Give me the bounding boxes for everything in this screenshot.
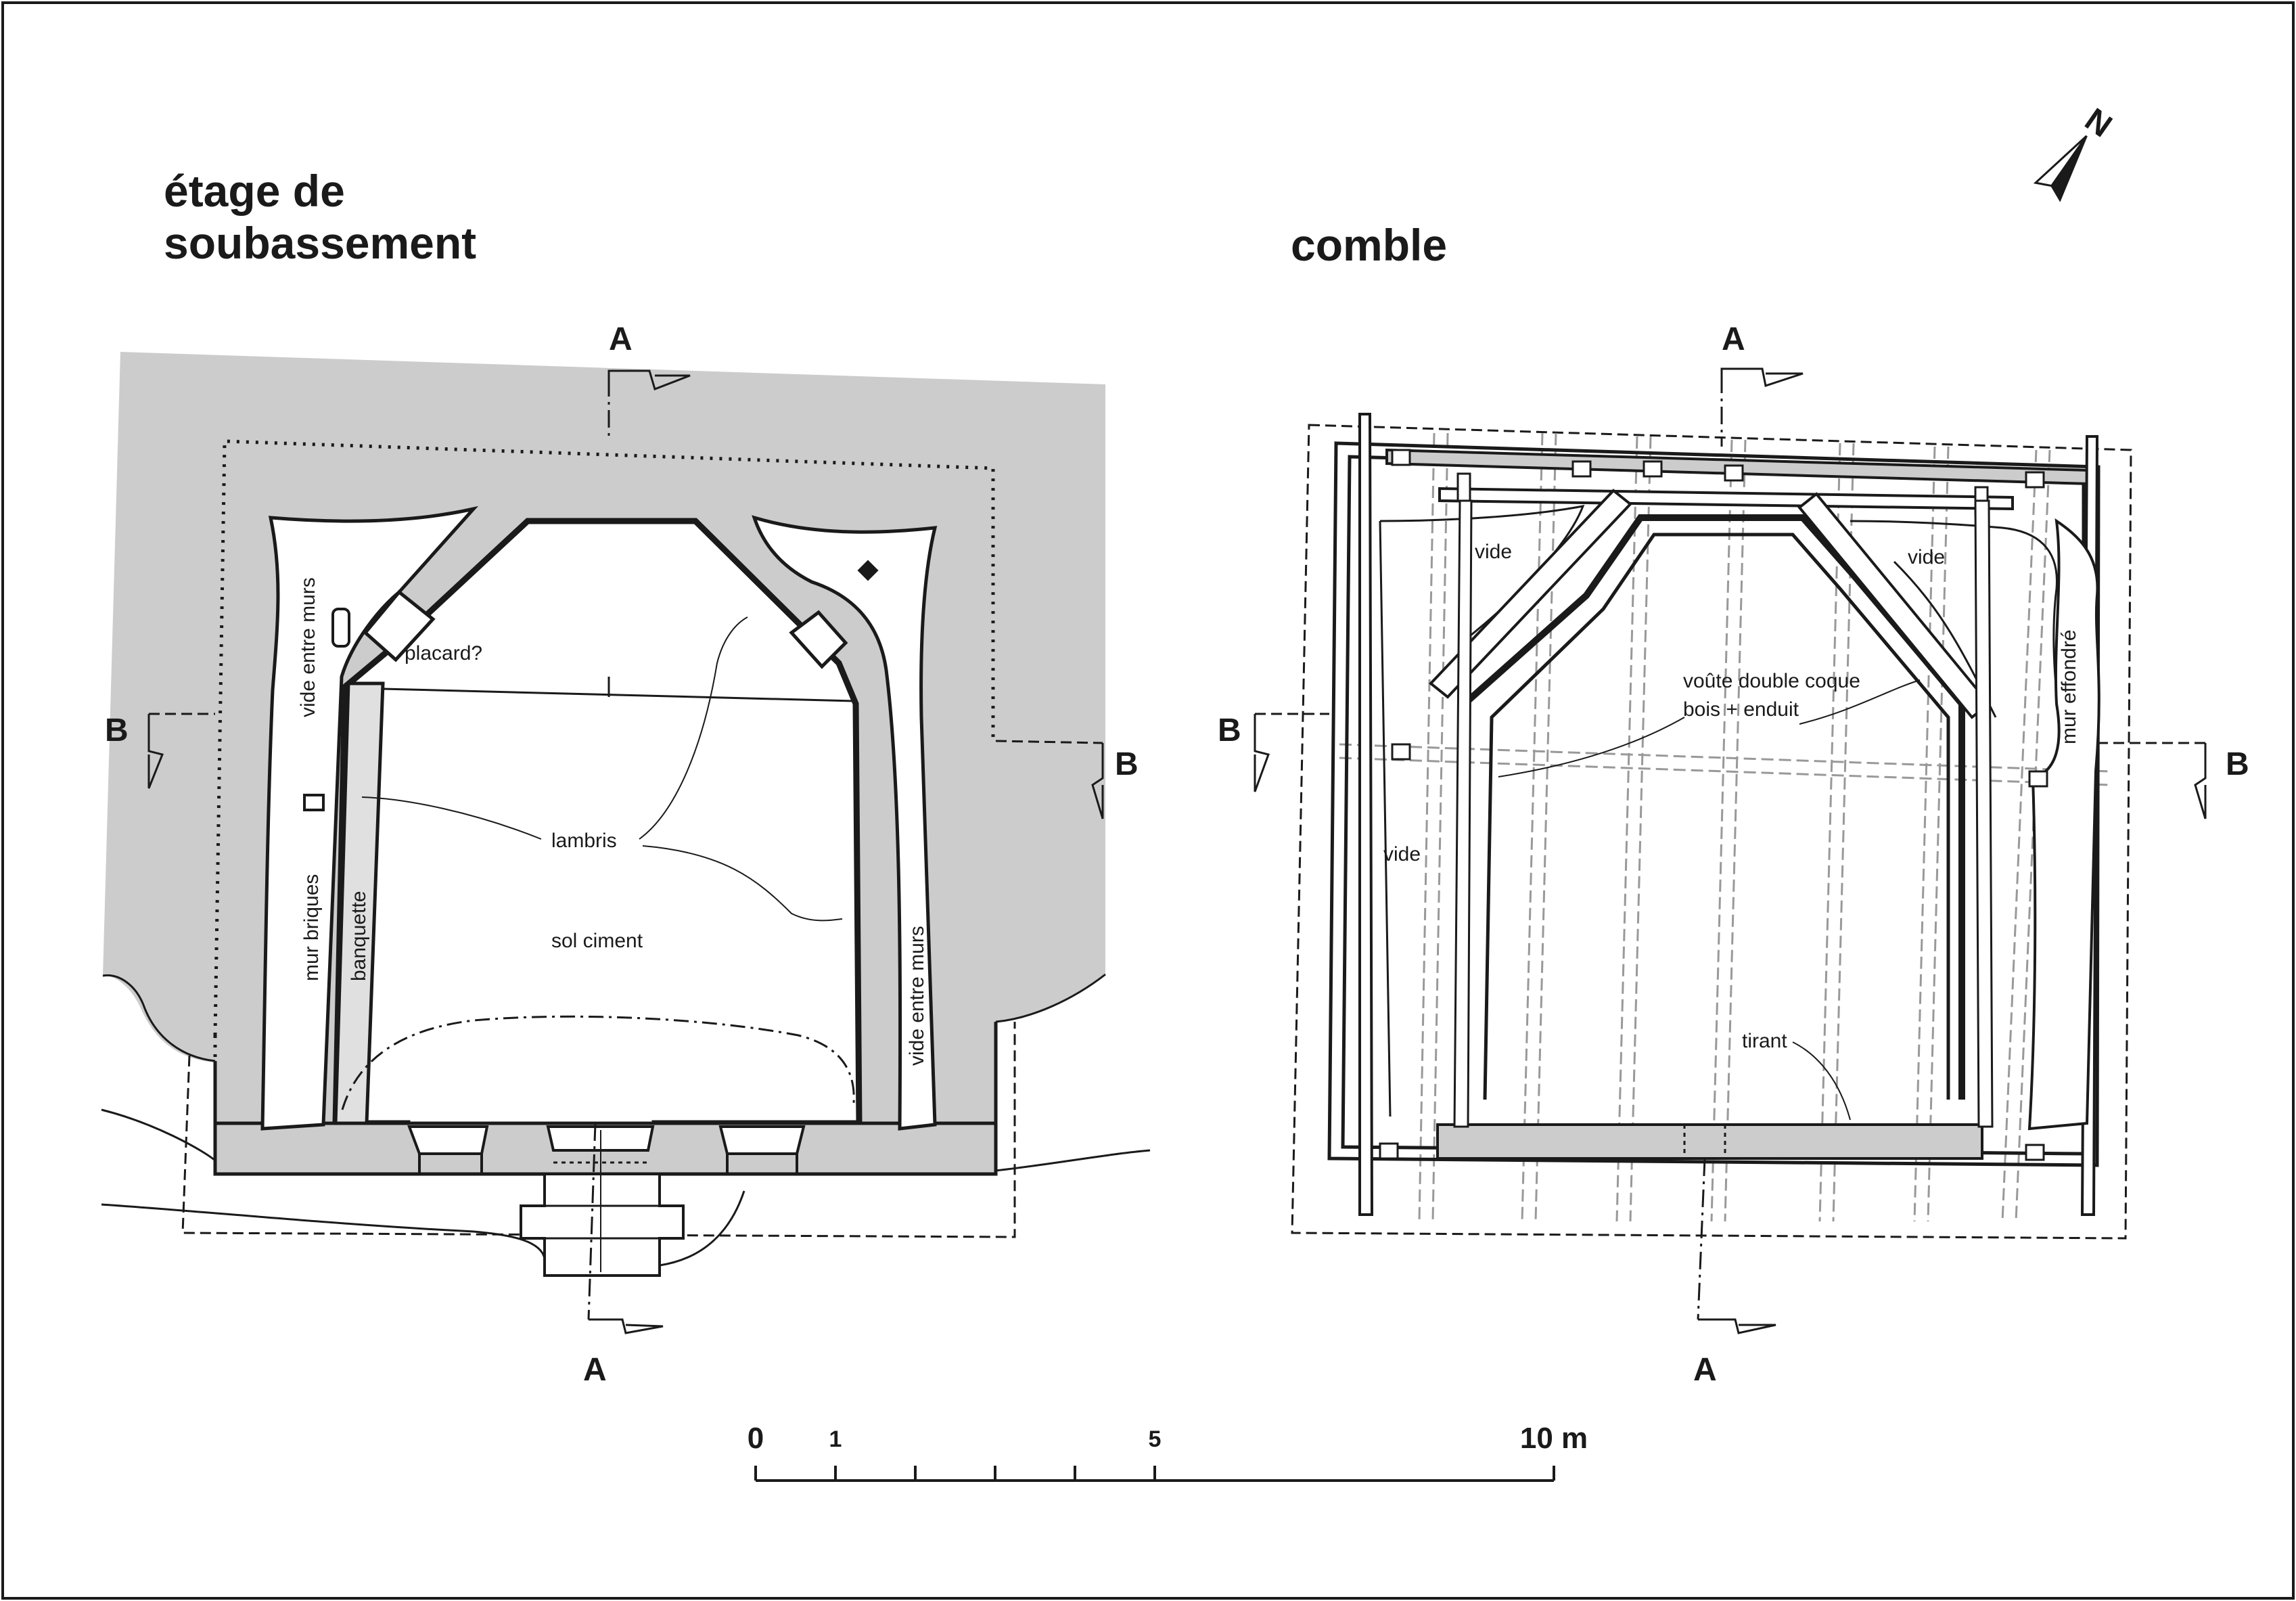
- section-a-line-right: [1697, 376, 1723, 1320]
- label-mur-briques: mur briques: [300, 874, 323, 981]
- collapsed-wall: [2027, 518, 2100, 1131]
- north-arrow-right-half: [2050, 135, 2088, 202]
- scale-label-1: 1: [829, 1426, 842, 1452]
- scale-label-0: 0: [748, 1422, 764, 1455]
- socket-left: [303, 794, 325, 811]
- rafter-right: [1797, 492, 1991, 719]
- dashdot-arc: [341, 1015, 855, 1110]
- scale-label-10: 10 m: [1520, 1422, 1588, 1455]
- section-b-left-right: B: [1115, 746, 1139, 782]
- placard-right: [789, 610, 848, 669]
- section-a-arrow-bottom-left: [589, 1318, 664, 1334]
- wall-outer-left: [213, 1022, 998, 1174]
- section-b-left-line-l: [149, 713, 1103, 744]
- rafter-left: [1429, 489, 1632, 699]
- leader-lambris: [361, 616, 843, 922]
- section-a-arrow-top-left: [607, 369, 691, 390]
- fixings: [1379, 449, 2048, 1161]
- leader-tirant: [1792, 1041, 1851, 1121]
- label-lambris: lambris: [551, 830, 617, 852]
- comble-dashed-outline: [1291, 424, 2132, 1240]
- plan-comble: comble vide vide voûte double coque bois…: [1218, 220, 2249, 1388]
- label-vide-entre-murs-left: vide entre murs: [297, 577, 319, 717]
- leader-voute: [1498, 679, 1921, 777]
- post-inner-left: [1453, 499, 1473, 1128]
- banquette: [334, 681, 385, 1125]
- plan-soubassement: étage de soubassement vide entre murs pl…: [101, 166, 1151, 1388]
- section-a-line-left: [587, 379, 610, 1320]
- section-b-arrow-right-r: [2194, 743, 2207, 819]
- post-top-small: [1456, 472, 1471, 502]
- room-divide-line: [382, 687, 854, 702]
- label-placard: placard?: [405, 642, 482, 664]
- label-vide-entre-murs-right: vide entre murs: [906, 926, 928, 1066]
- void-left: [260, 505, 479, 1131]
- section-a-arrow-bottom-right: [1698, 1318, 1776, 1334]
- label-vide-top-right: vide: [1908, 546, 1945, 568]
- section-b-right-left: B: [1218, 713, 1241, 748]
- label-sol-ciment: sol ciment: [551, 930, 643, 952]
- scale-bar-ticks: [754, 1466, 1555, 1481]
- niche-left: [331, 608, 350, 648]
- void-right: [752, 515, 938, 1131]
- scale-bar: 0 1 5 10 m: [748, 1422, 1588, 1482]
- label-voute-line1: voûte double coque: [1683, 670, 1860, 692]
- section-a-top-left: A: [609, 321, 633, 357]
- left-title-line2: soubassement: [164, 218, 476, 268]
- vault-void-right-shape: [1850, 520, 2065, 745]
- north-arrow: N: [2033, 102, 2118, 202]
- window-left: [407, 1125, 489, 1174]
- section-b-right-line: [1255, 713, 2205, 744]
- section-a-bottom-left: A: [583, 1352, 607, 1388]
- label-vide-top-left: vide: [1475, 541, 1512, 563]
- terrain-curve-road: [101, 1190, 745, 1267]
- label-vide-left: vide: [1383, 843, 1421, 865]
- right-title: comble: [1291, 220, 1447, 270]
- section-b-arrow-right-l: [1254, 714, 1270, 792]
- label-mur-effondre: mur effondré: [2058, 629, 2080, 744]
- terrain-curve-low: [101, 1108, 1151, 1172]
- label-voute-line2: bois + enduit: [1683, 698, 1799, 721]
- tirant-beam: [1436, 1123, 1983, 1160]
- window-right: [718, 1125, 806, 1174]
- section-a-top-right: A: [1722, 321, 1745, 357]
- section-b-left-left: B: [105, 713, 129, 748]
- section-b-right-right: B: [2226, 746, 2249, 782]
- terrain-line: [102, 974, 216, 1062]
- scale-label-5: 5: [1149, 1426, 1162, 1452]
- placard-left: [363, 589, 436, 662]
- section-b-arrow-right: [1091, 743, 1104, 819]
- label-tirant: tirant: [1742, 1030, 1787, 1052]
- section-a-arrow-top-right: [1720, 367, 1804, 387]
- post-left: [1358, 413, 1374, 1216]
- terrain-line-right: [995, 973, 1106, 1023]
- section-a-bottom-right: A: [1693, 1352, 1717, 1388]
- tie-beam-top: [1438, 487, 2014, 511]
- left-title-line1: étage de: [164, 166, 345, 216]
- vault-inner: [1483, 533, 1950, 1100]
- section-b-arrow-left: [147, 714, 164, 789]
- post-inner-right: [1974, 499, 1994, 1128]
- label-banquette: banquette: [348, 891, 370, 981]
- entrance-steps: [520, 1173, 685, 1277]
